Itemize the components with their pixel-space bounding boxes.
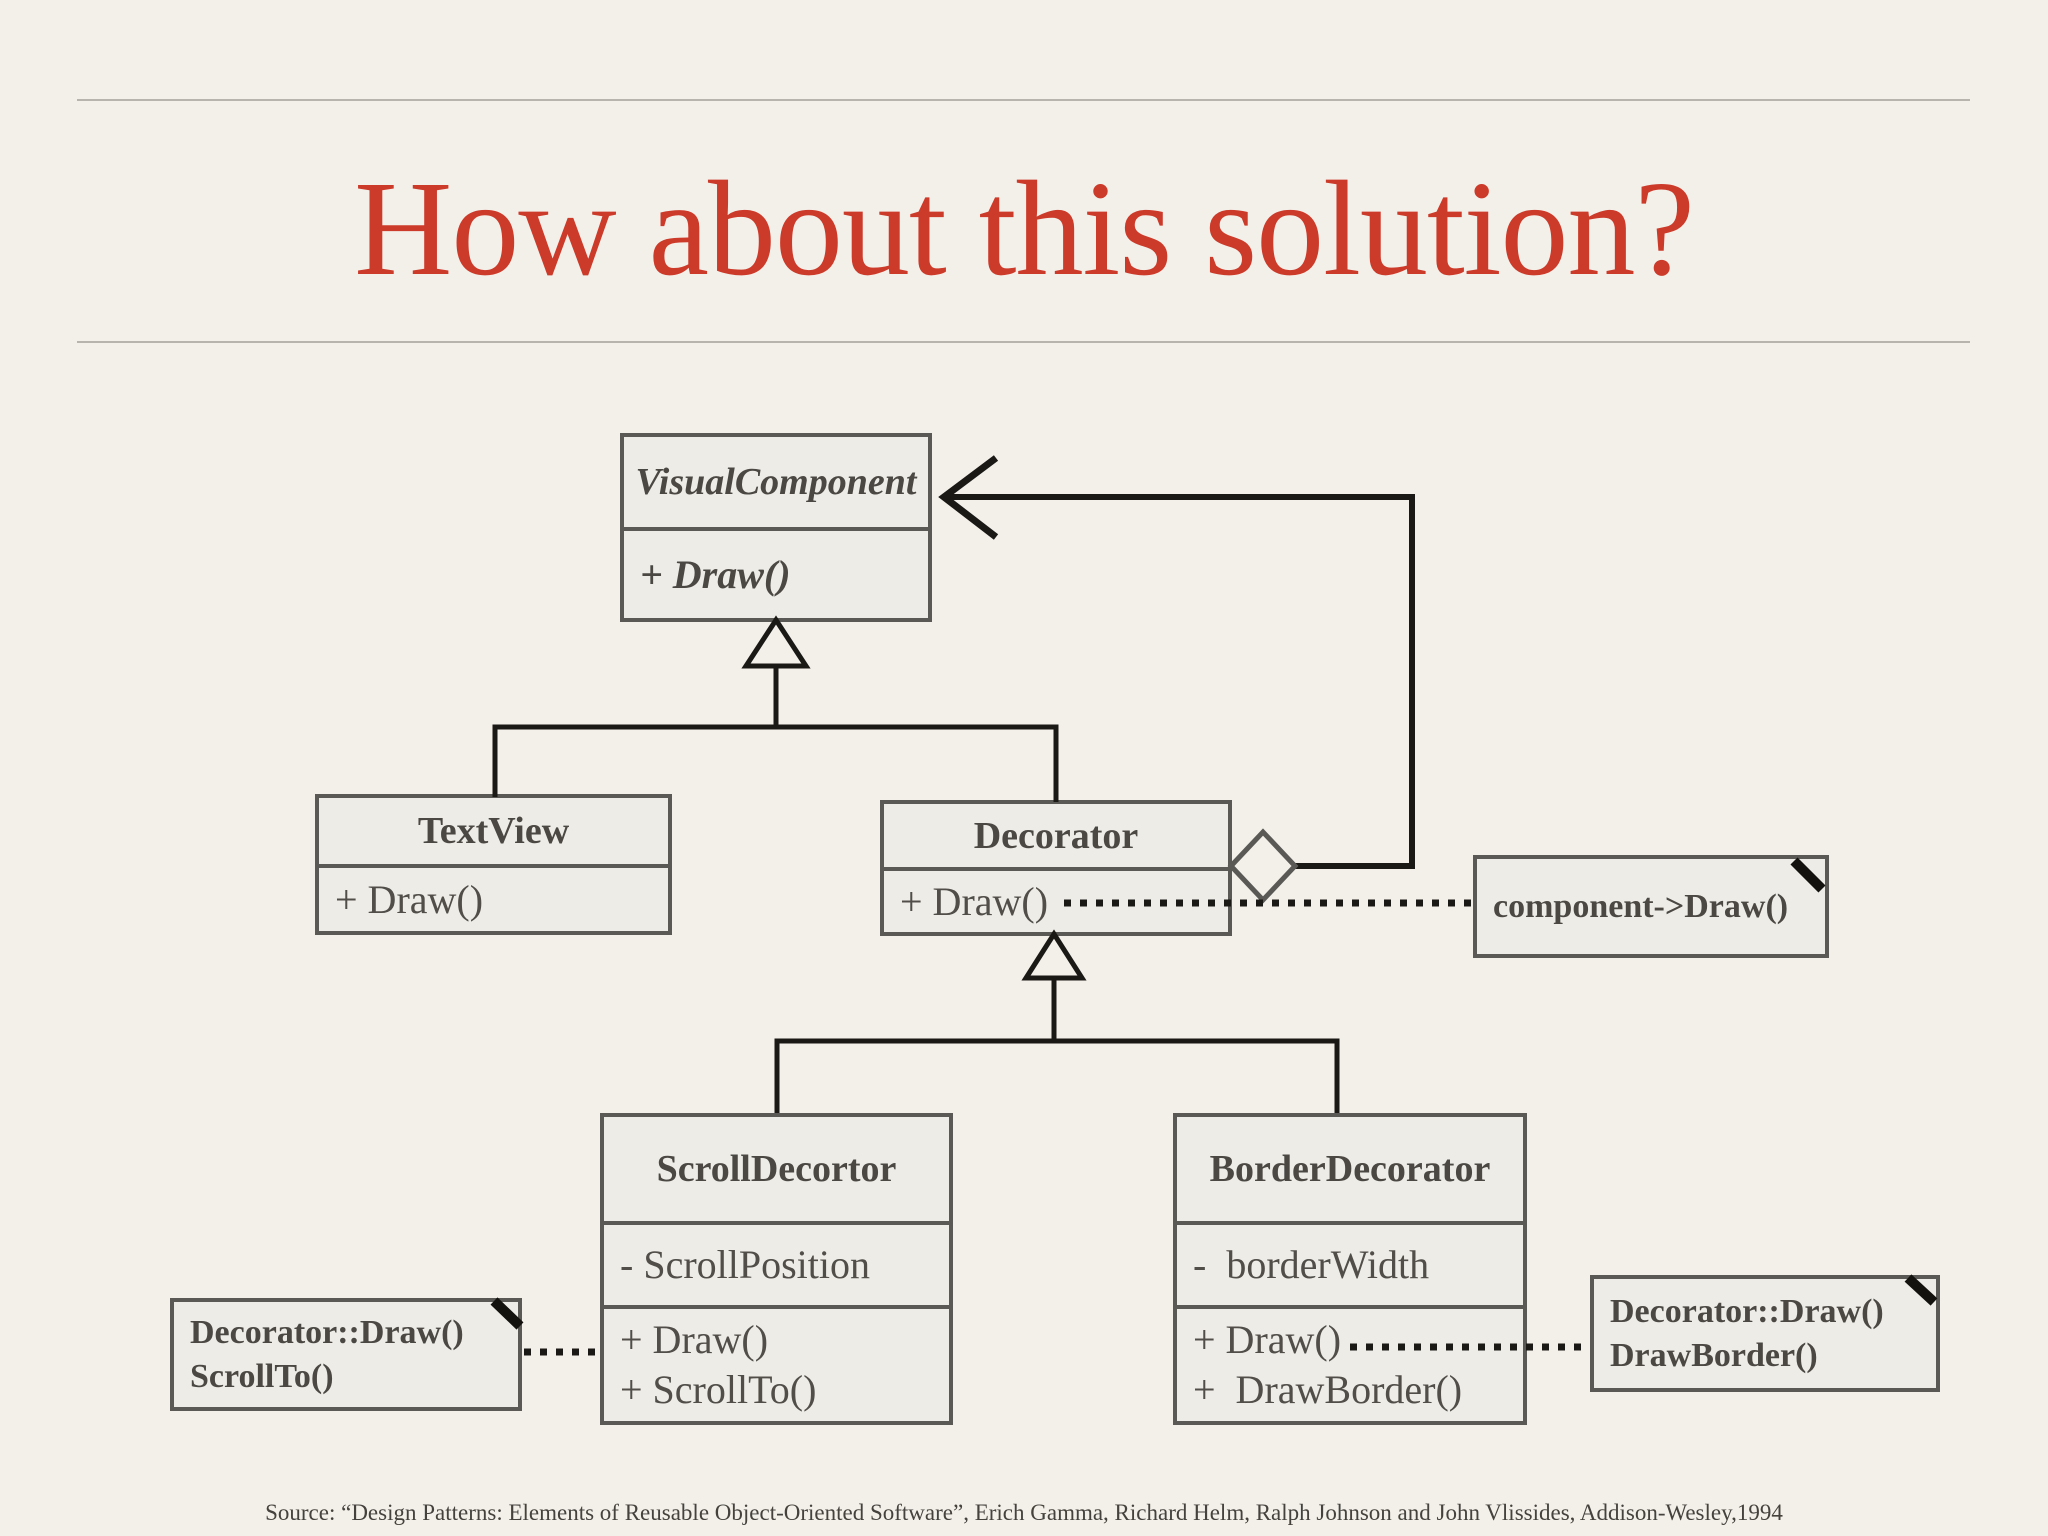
note-text: Decorator::Draw(): [1610, 1292, 1884, 1330]
divider-line-under-title: [77, 341, 1970, 343]
class-box-scrolldecortor: ScrollDecortor - ScrollPosition + Draw()…: [600, 1113, 953, 1425]
class-method: + Draw(): [640, 551, 791, 597]
inheritance-connector: [774, 1038, 1340, 1113]
class-method: + Draw(): [620, 1317, 769, 1362]
class-box-borderdecorator: BorderDecorator - borderWidth + Draw() +…: [1173, 1113, 1527, 1425]
class-attribute: - ScrollPosition: [620, 1242, 871, 1287]
note-box-scrollto: Decorator::Draw() ScrollTo(): [170, 1298, 522, 1411]
class-name: Decorator: [973, 814, 1139, 857]
class-methods: + Draw() + DrawBorder(): [1177, 1305, 1523, 1421]
note-box-drawborder: Decorator::Draw() DrawBorder(): [1590, 1275, 1940, 1392]
page-title: How about this solution?: [354, 154, 1695, 304]
note-text: Decorator::Draw(): [190, 1313, 464, 1351]
note-text: ScrollTo(): [190, 1357, 334, 1395]
open-arrowhead-icon: [938, 455, 999, 540]
generalization-triangle-icon: [1021, 929, 1087, 981]
class-method: + ScrollTo(): [620, 1367, 817, 1412]
class-method: + Draw(): [335, 876, 484, 922]
class-box-textview: TextView + Draw(): [315, 794, 672, 935]
inheritance-connector: [492, 724, 1059, 802]
class-methods: + Draw() + ScrollTo(): [604, 1305, 949, 1421]
class-attributes: - ScrollPosition: [604, 1221, 949, 1305]
class-name: TextView: [417, 810, 570, 852]
class-method: + Draw(): [900, 878, 1049, 924]
divider-line-top: [77, 99, 1970, 101]
class-name: ScrollDecortor: [656, 1148, 897, 1190]
aggregation-diamond-icon: [1227, 828, 1299, 904]
class-box-visualcomponent: VisualComponent + Draw(): [620, 433, 932, 622]
note-text: component->Draw(): [1493, 887, 1789, 925]
class-method: + DrawBorder(): [1193, 1367, 1463, 1412]
class-method: + Draw(): [1193, 1317, 1342, 1362]
note-text: DrawBorder(): [1610, 1336, 1818, 1374]
class-attribute: - borderWidth: [1193, 1242, 1430, 1287]
class-methods: + Draw(): [319, 864, 668, 931]
class-name: BorderDecorator: [1209, 1148, 1491, 1190]
note-box-component-draw: component->Draw(): [1473, 855, 1829, 958]
class-methods: + Draw(): [884, 867, 1228, 932]
class-name: VisualComponent: [635, 461, 917, 503]
source-citation: Source: “Design Patterns: Elements of Re…: [265, 1500, 1783, 1525]
class-attributes: - borderWidth: [1177, 1221, 1523, 1305]
class-methods: + Draw(): [624, 527, 928, 618]
class-box-decorator: Decorator + Draw(): [880, 800, 1232, 936]
generalization-triangle-icon: [741, 615, 811, 669]
